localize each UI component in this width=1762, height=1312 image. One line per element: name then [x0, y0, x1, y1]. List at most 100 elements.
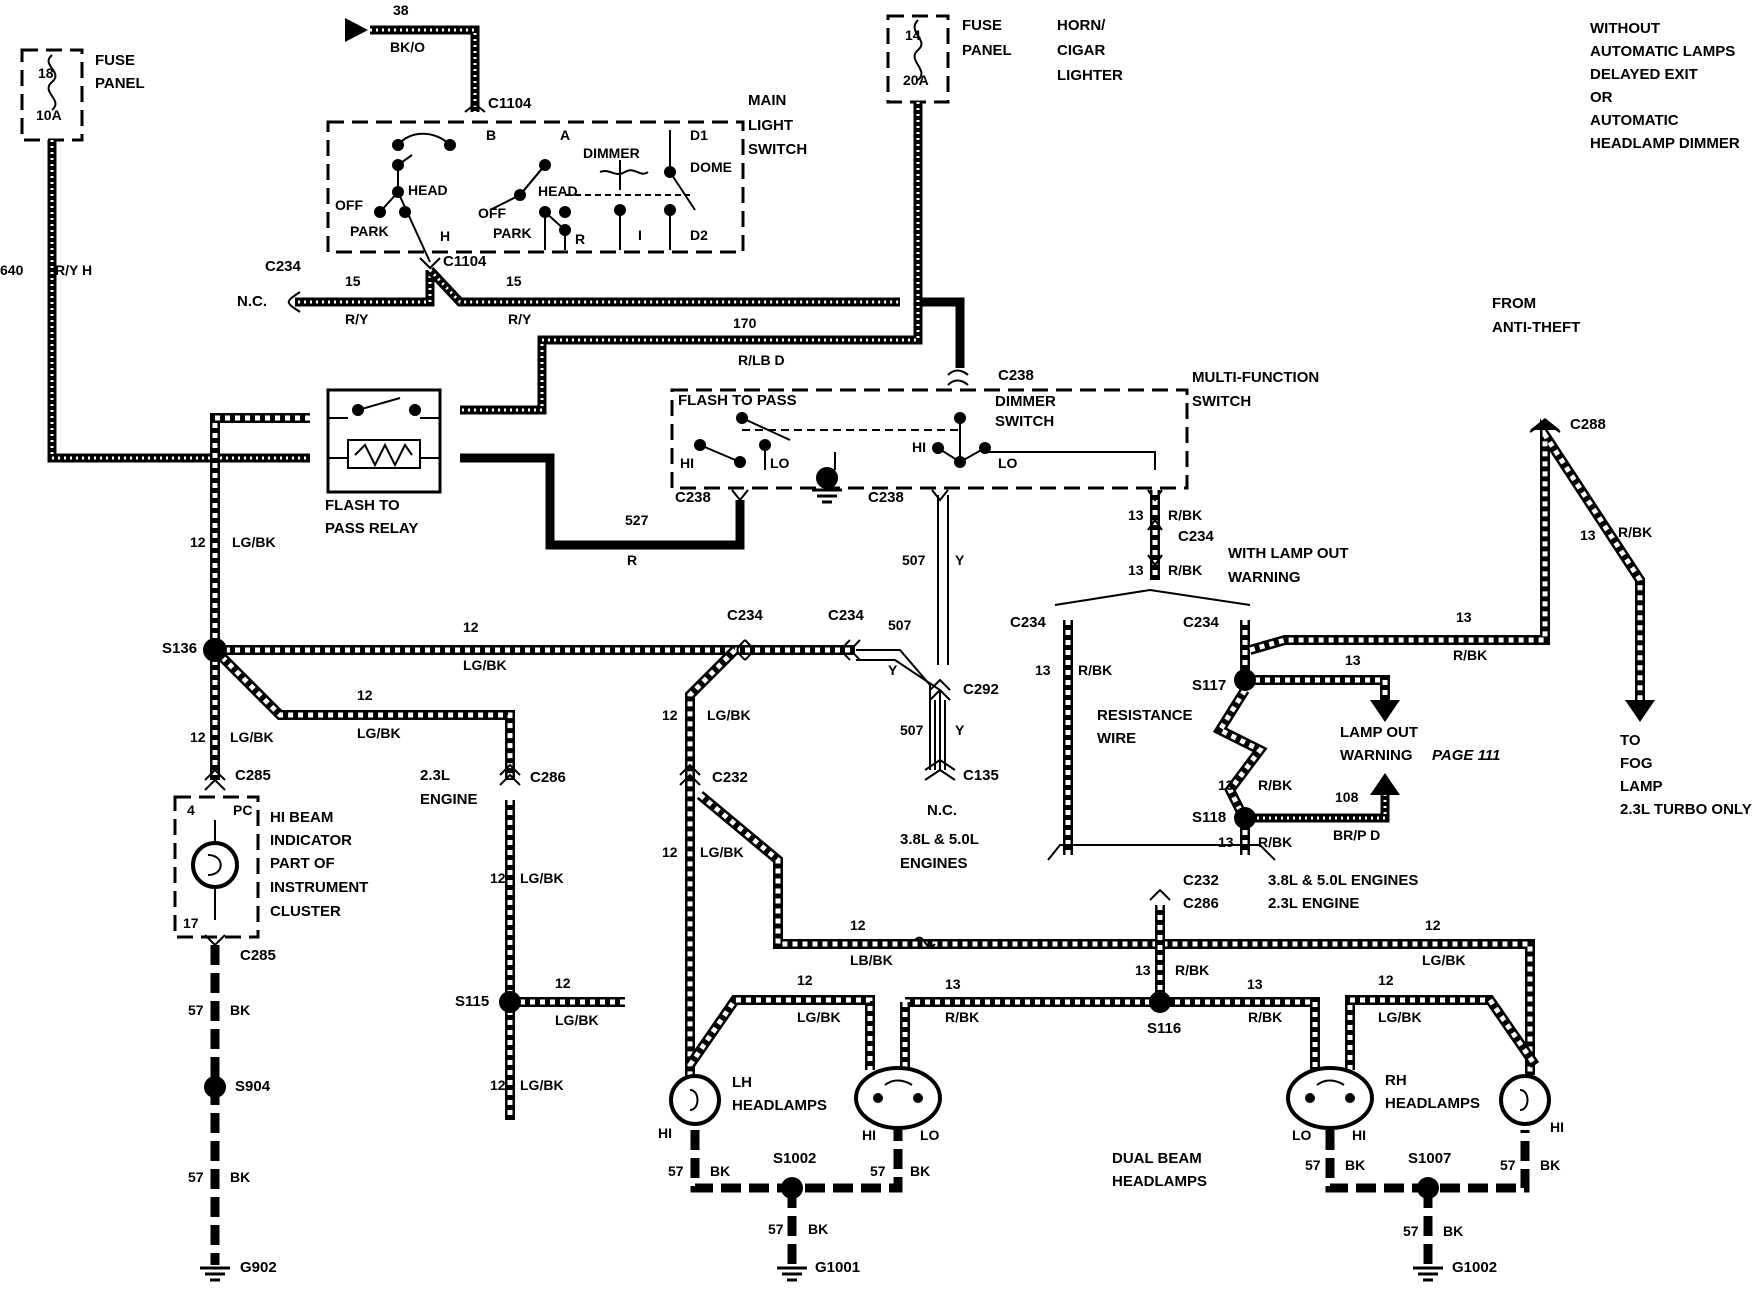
splice-s1002-label: S1002 — [773, 1150, 816, 1167]
wire-12-k: 12 — [1425, 917, 1441, 933]
wire-r-lb-d: R/LB D — [738, 352, 785, 368]
splice-s117 — [1234, 669, 1256, 691]
wire-r-y-left: R/Y — [345, 311, 369, 327]
wire-13-e: 13 — [1345, 652, 1361, 668]
switch-internals — [379, 130, 986, 470]
lamp-out-label1: LAMP OUT — [1340, 724, 1418, 741]
with-lamp-out-label1: WITH LAMP OUT — [1228, 545, 1349, 562]
wire-12-j: 12 — [850, 917, 866, 933]
switch-off-right: OFF — [478, 205, 506, 221]
hi-beam-label1: HI BEAM — [270, 809, 333, 826]
wire-507-bottom: 507 — [900, 722, 924, 738]
connector-c238-mid: C238 — [868, 489, 904, 506]
splice-s116 — [1149, 991, 1171, 1013]
dual-beam-label2: HEADLAMPS — [1112, 1173, 1207, 1190]
switch-dimmer: DIMMER — [583, 145, 640, 161]
wire-bk-h: BK — [1443, 1223, 1463, 1239]
wire-527: 527 — [625, 512, 649, 528]
wire-bk-o: BK/O — [390, 39, 425, 55]
multi-function-switch — [670, 388, 1189, 490]
rh-headlamp-hi — [1499, 1074, 1551, 1126]
indicator-pin-pc: PC — [233, 802, 252, 818]
wire-57-g: 57 — [1500, 1157, 1516, 1173]
splice-s1007-label: S1007 — [1408, 1150, 1451, 1167]
connector-c1104-bottom: C1104 — [443, 253, 487, 270]
c232-note: 3.8L & 5.0L ENGINES — [1268, 872, 1418, 889]
splice-s1002 — [781, 1177, 803, 1199]
switch-park-right: PARK — [493, 225, 532, 241]
splice-s117-label: S117 — [1192, 677, 1226, 694]
wire-108: 108 — [1335, 789, 1359, 805]
fuse-left-rating: 10A — [36, 107, 62, 123]
splice-s1007 — [1417, 1177, 1439, 1199]
wire-57-a: 57 — [188, 1002, 204, 1018]
switch-pin-d2: D2 — [690, 227, 708, 243]
wire-12-c: 12 — [357, 687, 373, 703]
connector-c238-top: C238 — [998, 367, 1034, 384]
note-or: OR — [1590, 89, 1613, 106]
lh-hi: HI — [658, 1125, 672, 1141]
wire-bk-e: BK — [808, 1221, 828, 1237]
wire-y-mid: Y — [888, 662, 898, 678]
engines-38-50-label1: 3.8L & 5.0L — [900, 831, 979, 848]
wire-57-f: 57 — [1305, 1157, 1321, 1173]
fuse-right-use1: HORN/ — [1057, 17, 1106, 34]
wire-38: 38 — [393, 2, 409, 18]
wire-y-bottom: Y — [955, 722, 965, 738]
switch-head-right: HEAD — [538, 183, 578, 199]
wire-13-g: 13 — [1218, 777, 1234, 793]
splice-s118 — [1234, 807, 1256, 829]
wire-r-bk-c: R/BK — [1078, 662, 1112, 678]
wire-13-d: 13 — [1456, 609, 1472, 625]
fp-hi: HI — [680, 455, 694, 471]
wire-y-top: Y — [955, 552, 965, 568]
fuse-right-label2: PANEL — [962, 42, 1012, 59]
hi-beam-label4: INSTRUMENT — [270, 879, 368, 896]
note-automatic: AUTOMATIC — [1590, 112, 1679, 129]
splice-s118-label: S118 — [1192, 809, 1226, 826]
dimmer-hi: HI — [912, 439, 926, 455]
wire-r: R — [627, 552, 637, 568]
flash-to-pass-label: FLASH TO PASS — [678, 392, 797, 409]
from-anti-theft-label1: FROM — [1492, 295, 1536, 312]
connector-c285-top: C285 — [235, 767, 271, 784]
resistance-wire-label2: WIRE — [1097, 730, 1136, 747]
wire-13-c: 13 — [1035, 662, 1051, 678]
lh-headlamp-hi-lo — [854, 1066, 942, 1130]
switch-pin-h: H — [440, 228, 450, 244]
fp-lo: LO — [770, 455, 790, 471]
ground-g902-label: G902 — [240, 1259, 277, 1276]
hi-beam-indicator — [173, 795, 260, 939]
from-anti-theft-label2: ANTI-THEFT — [1492, 319, 1580, 336]
wire-170: 170 — [733, 315, 757, 331]
note-delayed-exit: DELAYED EXIT — [1590, 66, 1698, 83]
connector-c286-left: C286 — [530, 769, 566, 786]
wire-57-b: 57 — [188, 1169, 204, 1185]
wire-12-h: 12 — [662, 707, 678, 723]
wire-12-b: 12 — [463, 619, 479, 635]
wire-57-d: 57 — [870, 1163, 886, 1179]
rh-lo: LO — [1292, 1127, 1312, 1143]
wire-12-m: 12 — [1378, 972, 1394, 988]
wire-507-mid: 507 — [888, 617, 912, 633]
wire-13-f: 13 — [1580, 527, 1596, 543]
wire-lg-bk-h: LG/BK — [707, 707, 751, 723]
splice-s136-label: S136 — [162, 640, 197, 657]
wire-13-j: 13 — [945, 976, 961, 992]
engine-23-label2: ENGINE — [420, 791, 478, 808]
wire-640: 640 — [0, 262, 24, 278]
splice-s115-label: S115 — [455, 993, 489, 1010]
hi-beam-bulb — [191, 820, 239, 920]
connector-c234-r-bk-right: C234 — [1183, 614, 1220, 631]
connector-c1104-top: C1104 — [488, 95, 532, 112]
connector-nc-bottom: N.C. — [927, 802, 957, 819]
splice-s904 — [204, 1076, 226, 1098]
switch-pin-r: R — [575, 231, 585, 247]
wire-12-e: 12 — [490, 870, 506, 886]
ground-g1001-label: G1001 — [815, 1259, 860, 1276]
connector-c238-left: C238 — [675, 489, 711, 506]
fog-lamp-label3: LAMP — [1620, 778, 1663, 795]
fog-lamp-label2: FOG — [1620, 755, 1653, 772]
fuse-left-label2: PANEL — [95, 75, 145, 92]
wire-12-i: 12 — [662, 844, 678, 860]
